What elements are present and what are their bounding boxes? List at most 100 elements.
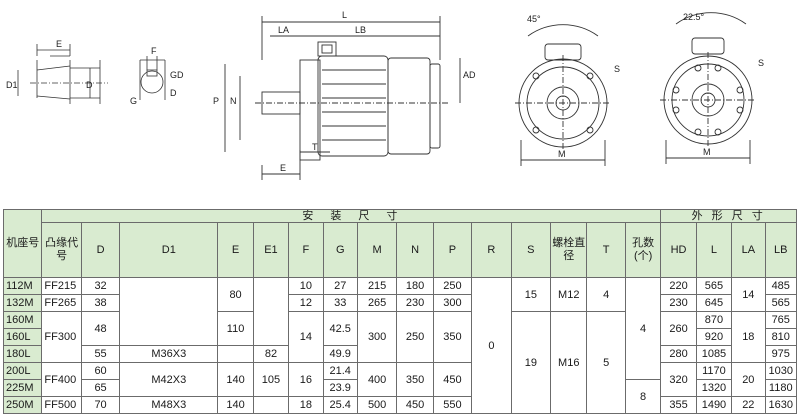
flange-view-45: [515, 24, 611, 166]
r-cell: 0: [471, 277, 512, 414]
g-cell: 21.4: [322, 362, 358, 380]
header-n: N: [396, 222, 434, 278]
dimension-table: 机座号 安 装 尺 寸 外 形 尺 寸 凸缘代号 D D1 E E1 F G M…: [2, 209, 797, 414]
side-label-lb: LB: [355, 25, 366, 35]
motor-side-view: [224, 16, 461, 180]
header-frame: 机座号: [2, 209, 43, 278]
shaft-label-d1: D1: [6, 80, 18, 90]
flange22-label-angle: 22.5°: [683, 12, 705, 22]
hd-cell: 320: [660, 362, 697, 397]
d1-cell: M42X3: [119, 362, 219, 397]
holes-cell: 8: [624, 379, 662, 414]
n-cell: 350: [396, 362, 434, 397]
lb-cell: 485: [764, 277, 797, 295]
lb-cell: 810: [764, 328, 797, 346]
g-cell: 27: [322, 277, 358, 295]
header-l: L: [695, 222, 733, 278]
side-label-ad: AD: [463, 70, 476, 80]
lb-cell: 1030: [764, 362, 797, 380]
header-m: M: [356, 222, 398, 278]
l-cell: 920: [695, 328, 733, 346]
la-cell: 20: [731, 362, 766, 397]
header-la: LA: [731, 222, 766, 278]
table-row: 250M FF500 70 M48X3 140 18 25.4 500 450 …: [2, 396, 797, 414]
d1-cell: M48X3: [119, 396, 219, 414]
frame-cell: 250M: [2, 396, 43, 414]
d1-cell: [119, 277, 219, 346]
lb-cell: 565: [764, 294, 797, 312]
frame-cell: 225M: [2, 379, 43, 397]
t-cell: 5: [586, 311, 626, 414]
frame-cell: 200L: [2, 362, 43, 380]
header-s: S: [510, 222, 552, 278]
header-group-outline: 外 形 尺 寸: [660, 209, 797, 223]
e-cell: 110: [217, 311, 254, 346]
frame-cell: 132M: [2, 294, 43, 312]
e-cell: 140: [217, 362, 254, 397]
side-label-p: P: [213, 96, 219, 106]
header-group-install: 安 装 尺 寸: [41, 209, 662, 223]
flange22-label-m: M: [703, 147, 711, 157]
p-cell: 300: [432, 294, 473, 312]
key-section-detail: [139, 56, 166, 100]
frame-cell: 160M: [2, 311, 43, 329]
f-cell: 16: [288, 362, 324, 397]
g-cell: 42.5: [322, 311, 358, 346]
flange22-label-s: S: [758, 58, 764, 68]
g-cell: 33: [322, 294, 358, 312]
g-cell: 25.4: [322, 396, 358, 414]
flange45-label-angle: 45°: [527, 14, 541, 24]
side-label-n: N: [230, 96, 237, 106]
d-cell: 60: [80, 362, 121, 380]
hd-cell: 355: [660, 396, 697, 414]
l-cell: 1320: [695, 379, 733, 397]
flange-view-22: [660, 12, 756, 164]
d1-cell: M36X3: [119, 345, 219, 363]
flange-cell: FF300: [41, 311, 82, 363]
f-cell: 10: [288, 277, 324, 295]
table-row: 225M 65 23.9 8 1320 1180: [2, 379, 797, 414]
hd-cell: 260: [660, 311, 697, 346]
m-cell: 400: [356, 362, 398, 397]
n-cell: 250: [396, 311, 434, 363]
la-cell: 18: [731, 311, 766, 363]
header-r: R: [471, 222, 512, 278]
lb-cell: 975: [764, 345, 797, 363]
p-cell: 250: [432, 277, 473, 295]
header-t: T: [586, 222, 626, 278]
f-cell: 14: [288, 311, 324, 363]
holes-cell: 4: [624, 277, 662, 380]
l-cell: 645: [695, 294, 733, 312]
side-label-e: E: [280, 163, 286, 173]
frame-cell: 112M: [2, 277, 43, 295]
e1-cell: 82: [252, 345, 290, 363]
p-cell: 350: [432, 311, 473, 363]
l-cell: 565: [695, 277, 733, 295]
side-label-t: T: [312, 142, 318, 152]
m-cell: 265: [356, 294, 398, 312]
d-cell: 55: [80, 345, 121, 363]
technical-drawings: E D1 D F GD G D: [6, 10, 764, 180]
side-label-la: LA: [278, 25, 289, 35]
e1-cell: [252, 396, 290, 414]
frame-cell: 160L: [2, 328, 43, 346]
flange45-label-m: M: [558, 149, 566, 159]
table-row: 160L 920 810: [2, 328, 797, 346]
hd-cell: 280: [660, 345, 697, 363]
e-cell: 80: [217, 277, 254, 312]
d-cell: 38: [80, 294, 121, 312]
e-cell: [217, 345, 254, 363]
key-label-f: F: [151, 46, 157, 56]
n-cell: 180: [396, 277, 434, 295]
m-cell: 215: [356, 277, 398, 295]
flange-cell: FF215: [41, 277, 82, 295]
frame-cell: 180L: [2, 345, 43, 363]
flange-cell: FF500: [41, 396, 82, 414]
l-cell: 1170: [695, 362, 733, 380]
lb-cell: 1630: [764, 396, 797, 414]
header-g: G: [322, 222, 358, 278]
key-label-gd: GD: [170, 70, 184, 80]
header-hd: HD: [660, 222, 697, 278]
flange45-label-s: S: [614, 64, 620, 74]
flange-cell: FF265: [41, 294, 82, 312]
